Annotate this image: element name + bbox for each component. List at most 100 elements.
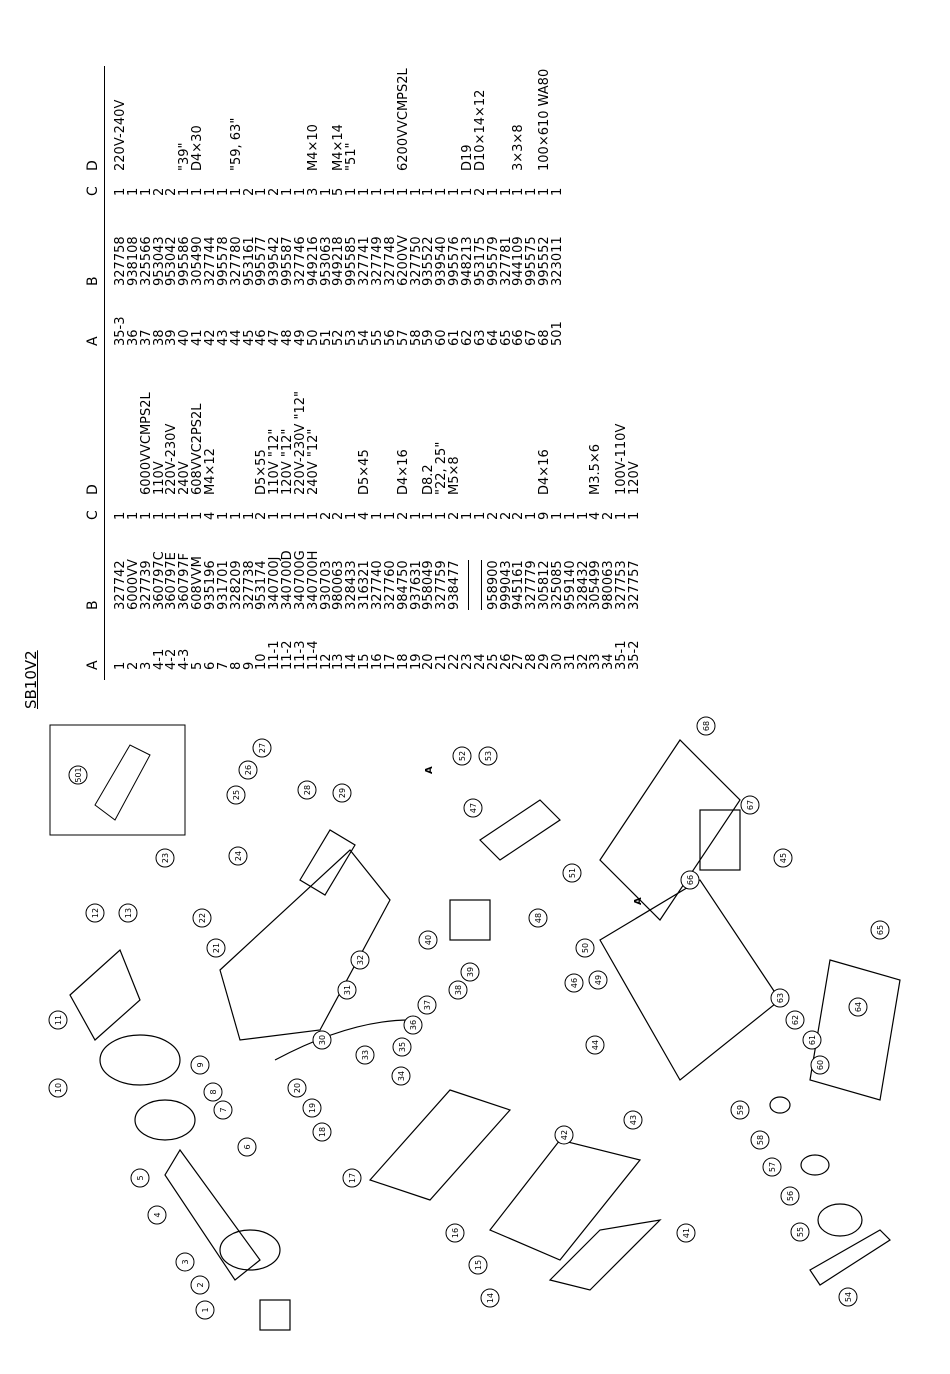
callout-label-61: 61 [808, 1035, 817, 1045]
callout-circle-27 [252, 738, 272, 758]
callout-label-16: 16 [451, 1228, 460, 1238]
callout-circle-29 [332, 783, 352, 803]
callout-32: 32 [350, 950, 370, 970]
callout-16: 16 [445, 1223, 465, 1243]
callout-20: 20 [287, 1078, 307, 1098]
callout-circle-2 [190, 1275, 210, 1295]
callout-label-8: 8 [209, 1089, 218, 1094]
callout-65: 65 [870, 920, 890, 940]
callout-circle-60 [810, 1055, 830, 1075]
callout-label-49: 49 [594, 975, 603, 985]
callout-circle-66 [680, 870, 700, 890]
callout-13: 13 [118, 903, 138, 923]
callout-circle-41 [676, 1223, 696, 1243]
callout-25: 25 [226, 785, 246, 805]
callout-38: 38 [448, 980, 468, 1000]
callout-label-1: 1 [201, 1307, 210, 1312]
callout-46: 46 [564, 973, 584, 993]
callout-44: 44 [585, 1035, 605, 1055]
callout-circle-10 [48, 1078, 68, 1098]
callout-circle-6 [237, 1137, 257, 1157]
part-59-bearing [769, 1096, 791, 1114]
callout-52: 52 [452, 746, 472, 766]
section-marker-a-0: A [424, 766, 435, 774]
callout-label-27: 27 [258, 743, 267, 753]
part-501-shape [94, 744, 151, 821]
callout-33: 33 [355, 1045, 375, 1065]
callout-label-7: 7 [219, 1107, 228, 1112]
callout-label-37: 37 [423, 1000, 432, 1010]
callout-37: 37 [417, 995, 437, 1015]
callout-label-22: 22 [198, 913, 207, 923]
callout-label-5: 5 [136, 1175, 145, 1180]
callout-23: 23 [155, 848, 175, 868]
callout-47: 47 [463, 798, 483, 818]
callout-label-28: 28 [303, 785, 312, 795]
callout-label-48: 48 [534, 913, 543, 923]
callout-circle-17 [342, 1168, 362, 1188]
callout-label-51: 51 [568, 868, 577, 878]
part-28-cover [299, 829, 356, 896]
callout-label-30: 30 [318, 1035, 327, 1045]
callout-circle-9 [190, 1055, 210, 1075]
part-4-armature [164, 1148, 261, 1281]
callout-label-64: 64 [854, 1002, 863, 1012]
callout-circle-54 [838, 1287, 858, 1307]
part-14-cover [548, 1219, 662, 1291]
callout-label-9: 9 [196, 1062, 205, 1067]
callout-circle-36 [403, 1015, 423, 1035]
part-16-handle [489, 1139, 642, 1261]
callout-label-6: 6 [243, 1144, 252, 1149]
part-54-belt [809, 1229, 891, 1286]
callout-49: 49 [588, 970, 608, 990]
callout-label-47: 47 [469, 803, 478, 813]
callout-501: 501 [68, 765, 88, 785]
callout-circle-57 [762, 1157, 782, 1177]
callout-45: 45 [773, 848, 793, 868]
callout-circle-5 [130, 1168, 150, 1188]
callout-circle-68 [696, 716, 716, 736]
callout-circle-16 [445, 1223, 465, 1243]
callout-64: 64 [848, 997, 868, 1017]
callout-11: 11 [48, 1010, 68, 1030]
callout-label-39: 39 [466, 967, 475, 977]
callout-circle-49 [588, 970, 608, 990]
callout-label-14: 14 [486, 1293, 495, 1303]
callout-circle-51 [562, 863, 582, 883]
callout-68: 68 [696, 716, 716, 736]
callout-circle-42 [554, 1125, 574, 1145]
callout-36: 36 [403, 1015, 423, 1035]
callout-40: 40 [418, 930, 438, 950]
callout-label-32: 32 [356, 955, 365, 965]
part-40-roller [449, 899, 491, 941]
callout-1: 1 [195, 1300, 215, 1320]
callout-circle-1 [195, 1300, 215, 1320]
callout-circle-24 [228, 846, 248, 866]
part-44-frame [599, 879, 781, 1081]
callout-21: 21 [206, 938, 226, 958]
callout-label-56: 56 [786, 1191, 795, 1201]
callout-17: 17 [342, 1168, 362, 1188]
callout-label-12: 12 [91, 908, 100, 918]
callout-circle-40 [418, 930, 438, 950]
callout-circle-501 [68, 765, 88, 785]
callout-50: 50 [575, 938, 595, 958]
callout-29: 29 [332, 783, 352, 803]
callout-circle-43 [623, 1110, 643, 1130]
callout-circle-46 [564, 973, 584, 993]
callout-circle-44 [585, 1035, 605, 1055]
part-64-plate [809, 959, 901, 1101]
callout-label-34: 34 [397, 1071, 406, 1081]
callout-27: 27 [252, 738, 272, 758]
callout-circle-58 [750, 1130, 770, 1150]
callout-label-59: 59 [736, 1105, 745, 1115]
part-1-bearing [259, 1299, 291, 1331]
callout-28: 28 [297, 780, 317, 800]
callout-label-65: 65 [876, 925, 885, 935]
callout-9: 9 [190, 1055, 210, 1075]
callout-53: 53 [478, 746, 498, 766]
callout-label-35: 35 [398, 1042, 407, 1052]
callout-22: 22 [192, 908, 212, 928]
callout-51: 51 [562, 863, 582, 883]
